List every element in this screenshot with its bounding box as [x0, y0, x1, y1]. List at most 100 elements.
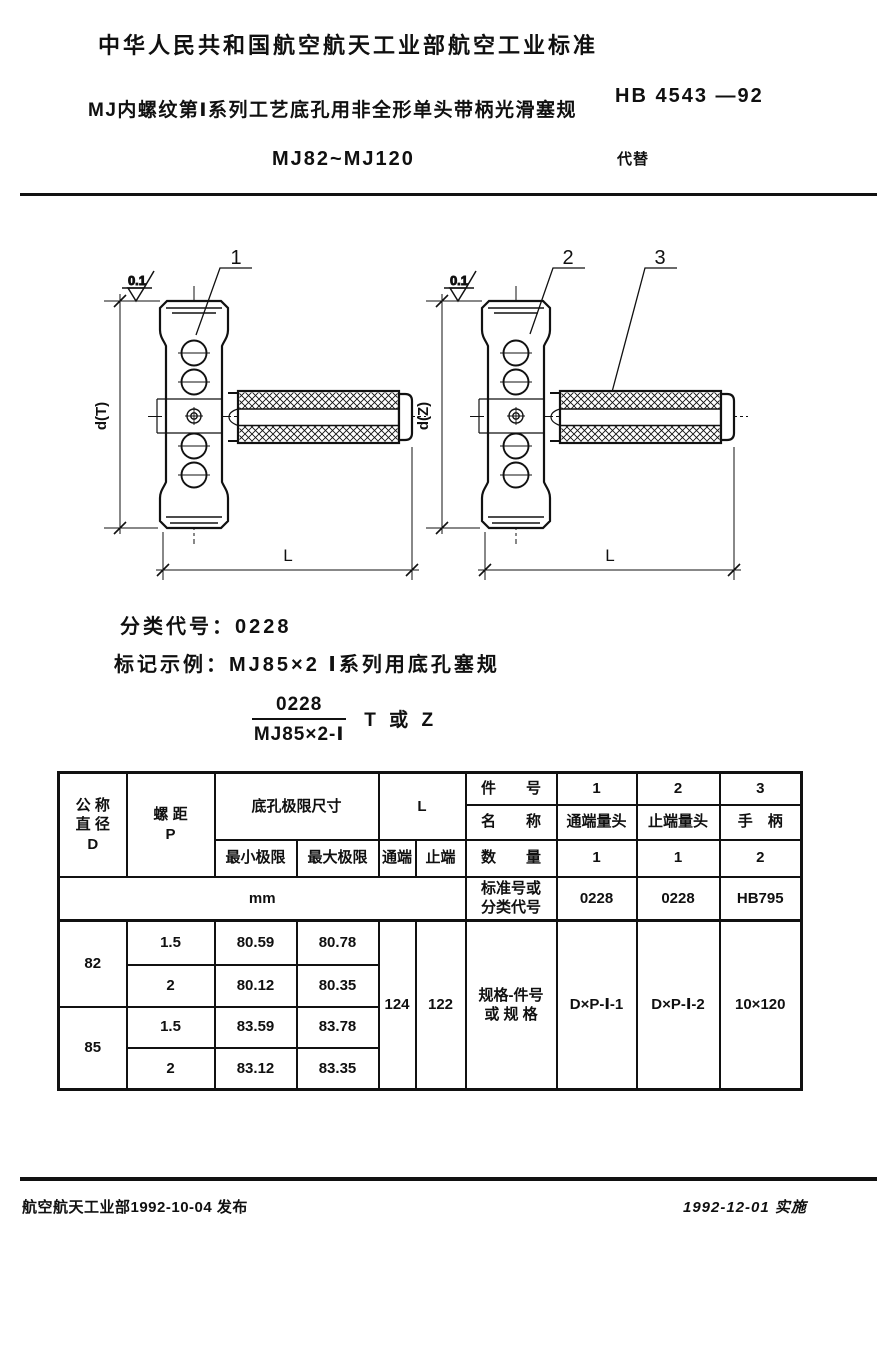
- table-row: 85 1.5 83.59 83.78: [57, 1005, 802, 1091]
- part-spec-1: D×P-Ⅰ-1: [555, 919, 638, 1091]
- fraction-suffix: T 或 Z: [364, 709, 438, 731]
- length-dimension: [156, 447, 419, 580]
- flatness-value: 0.1: [128, 273, 146, 288]
- header-go-end: 通端: [377, 838, 417, 878]
- part-label-3-leader: [611, 267, 677, 393]
- part-code-3: HB795: [718, 875, 803, 922]
- standard-number: HB 4543 —92: [615, 85, 764, 107]
- table-row: 2 83.12 83.35: [59, 1046, 802, 1091]
- hole-crosshairs: [178, 352, 210, 476]
- part-label-2-leader: [529, 267, 585, 335]
- table-row: 公 称 直 径 D 螺 距 P 底孔极限尺寸 L 件 号 1 2 3: [57, 771, 803, 878]
- implementation-date: 1992-12-01 实施: [683, 1199, 807, 1216]
- supersedes-label: 代替: [617, 151, 650, 168]
- unit-cell: mm: [57, 875, 467, 922]
- part-number-2: 2: [635, 771, 721, 806]
- cell-L-nogo: 122: [414, 919, 467, 1091]
- document-title: MJ内螺纹第Ⅰ系列工艺底孔用非全形单头带柄光滑塞规: [88, 100, 577, 121]
- header-nogo-end: 止端: [414, 838, 467, 878]
- marking-formula: 0228 MJ85×2-Ⅰ T 或 Z: [252, 694, 437, 746]
- table-row: 82 1.5 80.59 80.78 124 122 规格-件号 或 规 格 D…: [57, 919, 803, 1091]
- part-name-2: 止端量头: [635, 803, 721, 841]
- header-part-name: 名 称: [464, 803, 558, 841]
- cell-min: 80.12: [213, 963, 298, 1008]
- header-L: L: [377, 771, 467, 841]
- dim-label-L-right: L: [605, 546, 614, 565]
- part-name-1: 通端量头: [555, 803, 638, 841]
- part-spec-2: D×P-Ⅰ-2: [635, 919, 721, 1091]
- header-spec: 规格-件号 或 规 格: [464, 919, 558, 1091]
- part-spec-3: 10×120: [718, 919, 803, 1091]
- part-qty-3: 2: [718, 838, 803, 878]
- classification-label: 分类代号：: [120, 616, 235, 638]
- knurl-band-top: [239, 392, 398, 409]
- knurl-band-bottom: [239, 426, 398, 442]
- finish-slash: [143, 270, 155, 289]
- cell-diameter-82: 82: [57, 919, 128, 1008]
- cell-diameter-85: 85: [57, 1005, 128, 1091]
- cell-min: 83.12: [213, 1046, 298, 1091]
- finish-triangle-icon: [126, 287, 146, 303]
- part-label-1-leader: [195, 267, 252, 336]
- cell-min: 80.59: [213, 919, 298, 966]
- part-code-2: 0228: [635, 875, 721, 922]
- left-gauge-labels: 1 d(T) L: [93, 247, 293, 565]
- header-std-code: 标准号或 分类代号: [464, 875, 558, 922]
- table-row: 名 称 通端量头 止端量头 手 柄: [59, 803, 803, 841]
- gauge-handle: [228, 389, 414, 445]
- dim-label-L-left: L: [283, 546, 292, 565]
- part-qty-1: 1: [555, 838, 638, 878]
- groove-left-end: [228, 408, 239, 427]
- right-gauge-labels: 2 3 d(Z) L: [415, 247, 677, 565]
- dim-label-dZ: d(Z): [415, 402, 432, 430]
- header-hole-limit: 底孔极限尺寸: [213, 771, 380, 841]
- top-cap-line: [166, 307, 222, 314]
- part-qty-2: 1: [635, 838, 721, 878]
- handle-hole-tab: [156, 398, 222, 434]
- part-name-3: 手 柄: [718, 803, 803, 841]
- cell-pitch: 2: [125, 1046, 216, 1091]
- fraction-denominator: MJ85×2-Ⅰ: [253, 724, 345, 745]
- header-divider: [20, 193, 877, 196]
- diameter-dimension: [104, 294, 160, 535]
- gauge-drawing-right: [424, 269, 750, 582]
- part-label-1: 1: [230, 247, 241, 269]
- org-title: 中华人民共和国航空航天工业部航空工业标准: [98, 33, 599, 58]
- handle-collar: [228, 392, 238, 442]
- header-max-limit: 最大极限: [295, 838, 380, 878]
- cell-max: 83.78: [295, 1005, 380, 1049]
- cell-max: 80.78: [295, 919, 380, 966]
- cell-pitch: 2: [125, 963, 216, 1008]
- issue-date: 航空航天工业部1992-10-04 发布: [22, 1199, 248, 1216]
- header-min-limit: 最小极限: [213, 838, 298, 878]
- technical-drawing: 0.1 1 d(T) L: [93, 247, 750, 582]
- header-quantity: 数 量: [464, 838, 558, 878]
- marking-fraction: 0228 MJ85×2-Ⅰ: [252, 694, 347, 746]
- fraction-numerator: 0228: [252, 694, 347, 720]
- marking-label: 标记示例：: [114, 654, 229, 676]
- header-nominal-diameter: 公 称 直 径 D: [57, 771, 128, 878]
- cell-pitch: 1.5: [125, 919, 216, 966]
- marking-value: MJ85×2 Ⅰ系列用底孔塞规: [229, 654, 500, 676]
- groove-lines: [238, 408, 399, 427]
- footer-divider: [20, 1177, 877, 1181]
- center-boss: [185, 407, 203, 425]
- document-range: MJ82~MJ120: [272, 148, 415, 170]
- part-code-1: 0228: [555, 875, 638, 922]
- dim-label-dT: d(T): [93, 402, 110, 430]
- part-number-3: 3: [718, 771, 803, 806]
- table-row: 最小极限 最大极限 通端 止端 数 量 1 1 2: [59, 838, 803, 878]
- handle-end-cap: [397, 392, 414, 442]
- part-label-3: 3: [654, 247, 665, 269]
- part-number-1: 1: [555, 771, 638, 806]
- cell-pitch: 1.5: [125, 1005, 216, 1049]
- bottom-cap-line: [166, 516, 222, 524]
- part-label-2: 2: [562, 247, 573, 269]
- dim-ticks: [156, 563, 419, 577]
- header-pitch: 螺 距 P: [125, 771, 216, 878]
- gauge-body: [156, 299, 230, 530]
- surface-finish-symbol: 0.1: [122, 270, 155, 303]
- table-row: 2 80.12 80.35: [59, 963, 802, 1008]
- cell-min: 83.59: [213, 1005, 298, 1049]
